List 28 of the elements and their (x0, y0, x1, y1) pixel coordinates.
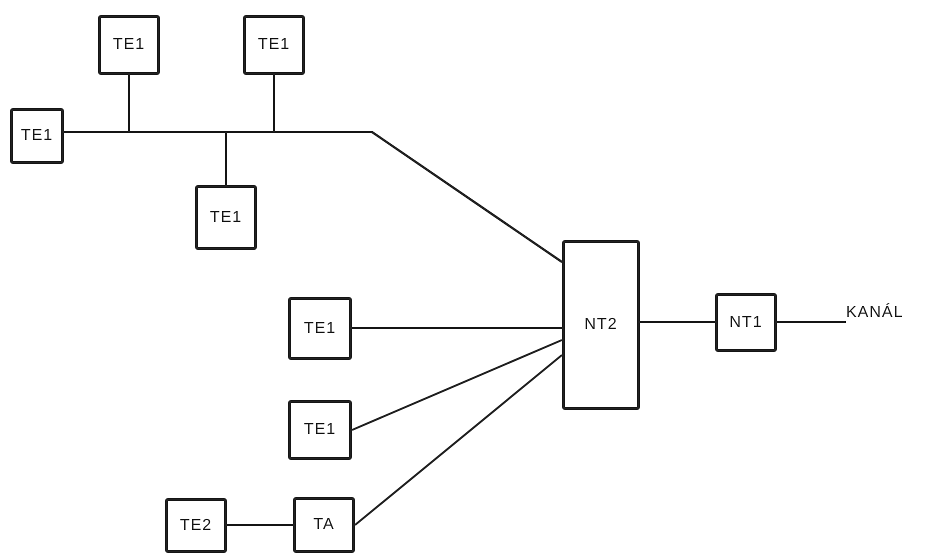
channel-label: KANÁL (846, 304, 904, 322)
connection-line (352, 339, 562, 431)
device-box (288, 297, 352, 360)
device-label: TE2 (180, 516, 212, 534)
connection-line (225, 131, 563, 263)
device-label: TE1 (304, 320, 336, 338)
device-box (195, 185, 257, 250)
device-box (165, 498, 227, 553)
device-box (98, 15, 160, 75)
device-box (243, 15, 305, 75)
connection-line (354, 354, 563, 526)
device-box (288, 400, 352, 460)
device-box (10, 108, 64, 164)
device-label: TE1 (210, 208, 242, 226)
device-label: TE1 (20, 127, 54, 145)
device-label: TE1 (112, 36, 146, 54)
device-label: TA (313, 516, 335, 534)
device-label: TE1 (258, 36, 290, 54)
device-box (562, 240, 640, 410)
device-label: TE1 (304, 421, 336, 439)
connection-line (777, 321, 846, 323)
connection-line (640, 321, 715, 323)
device-box (715, 293, 777, 352)
device-label: NT1 (729, 314, 763, 332)
device-box (293, 497, 355, 553)
device-label: NT2 (584, 316, 618, 334)
connection-line (227, 524, 293, 526)
connection-line (352, 327, 562, 329)
